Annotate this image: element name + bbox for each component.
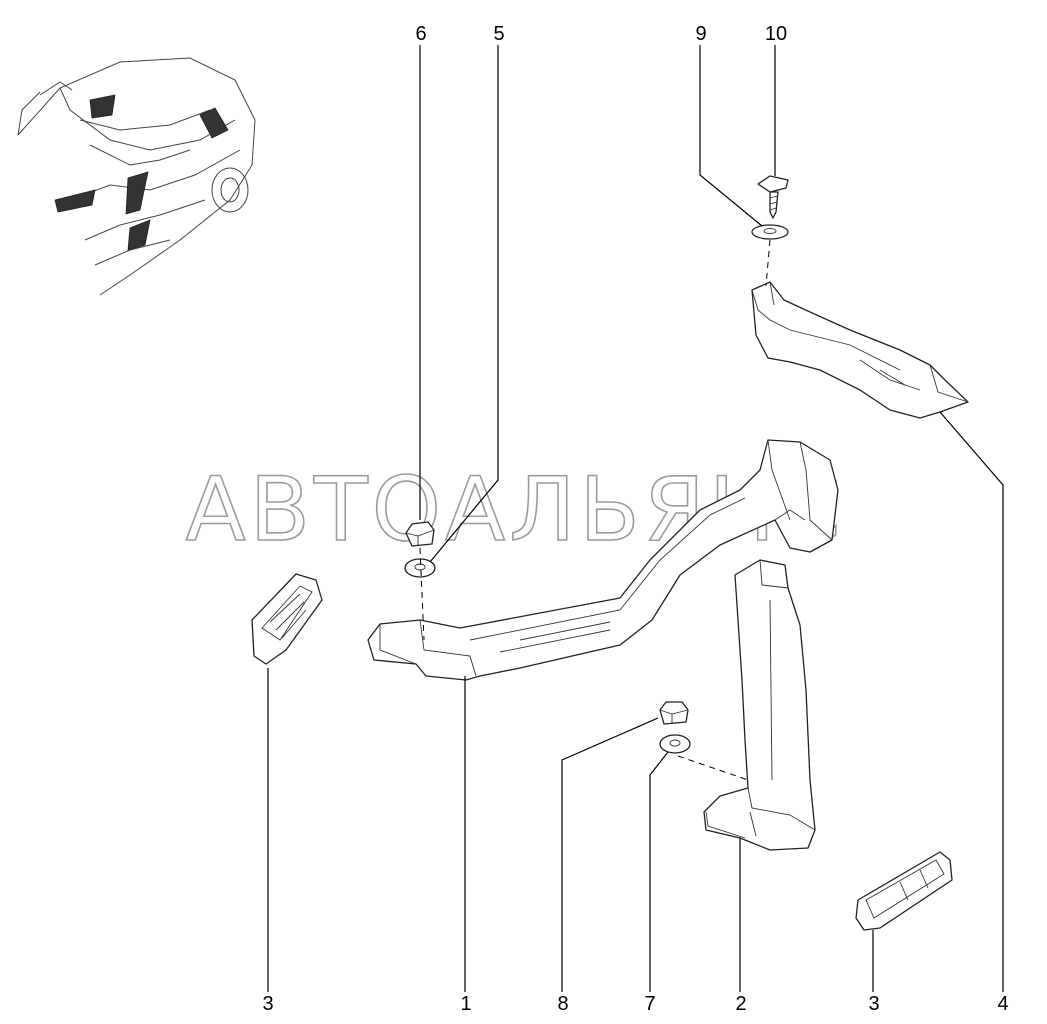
callout-1: 1	[460, 993, 471, 1015]
leader-9	[699, 45, 763, 227]
callout-3-right: 3	[868, 993, 879, 1015]
part-7-washer	[659, 734, 691, 754]
callout-7: 7	[644, 993, 655, 1015]
callout-6: 6	[415, 23, 426, 45]
axis-5-6-to-part-1	[419, 547, 425, 641]
watermark: АВТОАЛЬЯНС	[185, 458, 844, 561]
leader-4	[939, 411, 1004, 992]
assembly-axis-lines	[419, 239, 771, 781]
callout-2: 2	[735, 993, 746, 1015]
callout-3-left: 3	[262, 993, 273, 1015]
callout-10: 10	[765, 23, 787, 45]
axis-9-10-to-part-4	[765, 239, 771, 287]
callout-5: 5	[493, 23, 504, 45]
part-2-vertical-duct	[703, 559, 816, 851]
callout-9: 9	[695, 23, 706, 45]
part-10-screw	[757, 175, 789, 219]
part-3-grille-left	[251, 573, 323, 665]
axis-7-8-to-part-2	[677, 755, 749, 781]
leader-5	[429, 45, 499, 563]
part-6-nut	[405, 521, 435, 547]
part-5-washer	[404, 558, 436, 578]
part-3-grille-right	[855, 851, 953, 931]
part-8-nut	[659, 701, 689, 725]
callout-numbers: 6 5 9 10 4 3 1 8 7 2 3	[262, 23, 1008, 1015]
leader-7	[649, 751, 669, 992]
leader-8	[561, 717, 659, 992]
leader-lines	[267, 45, 1004, 992]
car-location-thumbnail	[17, 57, 256, 296]
callout-4: 4	[997, 993, 1008, 1015]
callout-8: 8	[557, 993, 568, 1015]
part-4-rear-duct	[751, 281, 969, 419]
part-9-washer	[751, 224, 789, 240]
part-1-floor-duct	[367, 439, 839, 681]
